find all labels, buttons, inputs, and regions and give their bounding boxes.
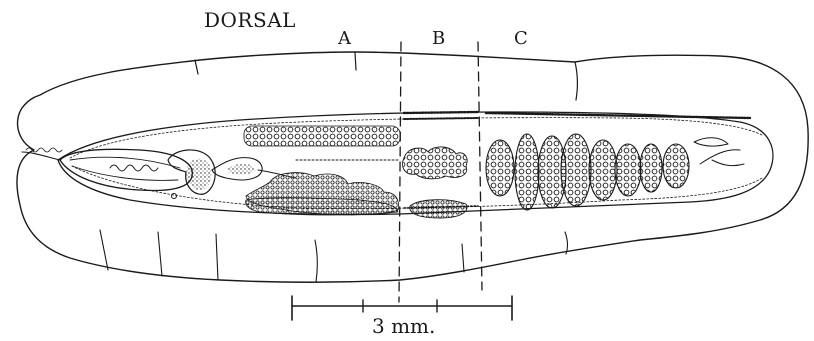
egg-capsule-c bbox=[561, 134, 591, 206]
region-c-label: C bbox=[514, 30, 528, 48]
posterior-organ bbox=[700, 150, 744, 166]
egg-capsule-c bbox=[589, 140, 617, 200]
egg-capsule-c bbox=[615, 144, 641, 196]
dorsal-notch bbox=[355, 52, 356, 70]
egg-capsule-c bbox=[640, 144, 662, 192]
dorsal-band bbox=[404, 112, 478, 113]
egg-mass-b bbox=[410, 200, 467, 218]
pharynx-inner bbox=[70, 157, 180, 168]
dorsal-band bbox=[404, 118, 478, 119]
egg-capsule-c bbox=[515, 134, 539, 210]
pharynx-pore bbox=[172, 194, 177, 199]
dorsal-notch bbox=[195, 60, 198, 74]
region-a-label: A bbox=[338, 30, 351, 48]
egg-mass-b bbox=[403, 147, 468, 179]
dorsal-notch bbox=[575, 62, 577, 100]
region-divider-ab bbox=[399, 42, 401, 302]
funnel-duct-fill bbox=[228, 164, 256, 175]
scale-bar-label: 3 mm. bbox=[372, 316, 435, 336]
region-divider-bc bbox=[478, 42, 482, 290]
dorsal-follicle-row bbox=[244, 126, 400, 146]
ventral-notch bbox=[158, 232, 162, 276]
dorsal-label: DORSAL bbox=[204, 10, 296, 30]
posterior-organ bbox=[694, 138, 728, 146]
bulb-organ-fill bbox=[186, 159, 211, 190]
region-b-label: B bbox=[432, 30, 445, 48]
pharynx-coil bbox=[110, 165, 158, 171]
ventral-notch bbox=[100, 230, 108, 270]
egg-capsule-c bbox=[486, 140, 514, 196]
ventral-notch bbox=[462, 244, 464, 272]
ventral-notch bbox=[216, 234, 218, 280]
ventral-notch bbox=[565, 232, 567, 254]
ventral-notch bbox=[315, 240, 317, 282]
egg-capsule-c bbox=[663, 144, 689, 188]
